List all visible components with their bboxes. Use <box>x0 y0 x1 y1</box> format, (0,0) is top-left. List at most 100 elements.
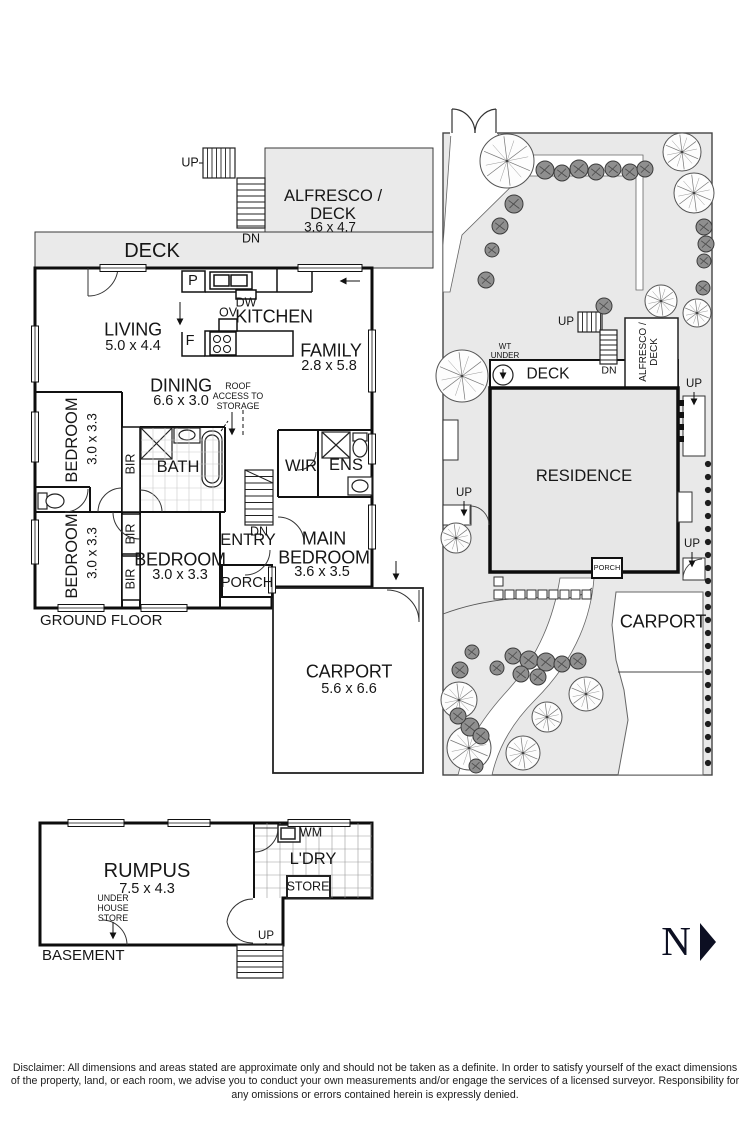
site-up-label: UP <box>558 315 574 328</box>
basement-door-swings <box>101 827 279 946</box>
laundry-fixtures <box>277 824 331 899</box>
paver-icon <box>493 589 504 600</box>
living-dims: 5.0 x 4.4 <box>105 338 161 355</box>
gf-alfresco-label: ALFRESCO / DECK <box>283 187 383 223</box>
bedroom3-dims: 3.0 x 3.3 <box>152 567 208 584</box>
paver-icon <box>537 589 548 600</box>
gf-deck-label: DECK <box>124 240 180 263</box>
fence-post-icon <box>704 668 712 676</box>
fence-post-icon <box>704 525 712 533</box>
main-bedroom-dims: 3.6 x 3.5 <box>294 564 350 581</box>
laundry-label: L'DRY <box>289 850 337 869</box>
fence-post-icon <box>704 551 712 559</box>
site-plan <box>435 108 715 776</box>
bush-icon <box>468 758 484 774</box>
ensuite-fixtures <box>321 431 373 496</box>
tree-icon <box>568 676 604 712</box>
paver-icon <box>570 589 581 600</box>
basement-plan <box>38 819 374 979</box>
fence-post-icon <box>704 759 712 767</box>
door-swings <box>64 267 317 576</box>
fence-post-icon <box>704 564 712 572</box>
fence-post-icon <box>704 460 712 468</box>
rumpus-dims: 7.5 x 4.3 <box>119 881 175 898</box>
site-alfresco-label: ALFRESCO / DECK <box>638 322 660 382</box>
stairs-icon <box>244 469 274 526</box>
entry-stairs-dn-label: DN <box>249 524 269 539</box>
under-house-store-label: UNDER HOUSE STORE <box>97 892 129 924</box>
north-arrow-icon <box>700 923 716 961</box>
tree-icon <box>440 522 472 554</box>
basement-title: BASEMENT <box>42 947 125 964</box>
tree-icon <box>505 735 541 771</box>
bush-icon <box>696 253 712 269</box>
site-porch-label: PORCH <box>593 563 621 573</box>
gf-stairs-up-label: UP <box>181 155 199 170</box>
bush-icon <box>512 665 530 683</box>
bedroom1-dims: 3.0 x 3.3 <box>84 413 100 465</box>
site-porch <box>591 557 623 579</box>
dining-label: DINING <box>150 375 212 396</box>
family-dims: 2.8 x 5.8 <box>301 358 357 375</box>
ground-floor-plan <box>31 147 434 774</box>
ens-label: ENS <box>329 456 363 475</box>
fence-post-icon <box>704 707 712 715</box>
paver-icon <box>548 589 559 600</box>
fence-post-icon <box>704 603 712 611</box>
fence-post-icon <box>704 681 712 689</box>
site-alfresco <box>624 317 679 389</box>
kitchen-label: KITCHEN <box>235 306 313 327</box>
fence-post-icon <box>704 538 712 546</box>
wt-under-label: WT UNDER <box>490 341 520 360</box>
main-bedroom-label: MAIN BEDROOM <box>278 528 370 568</box>
bush-icon <box>621 163 639 181</box>
site-up-right-label: UP <box>686 377 702 390</box>
bedroom1-label: BEDROOM <box>63 397 82 483</box>
fence-post-icon <box>704 720 712 728</box>
bedroom3-label: BEDROOM <box>134 549 226 570</box>
paver-icon <box>559 589 570 600</box>
bir2-label: BIR <box>123 523 138 545</box>
bath-label: BATH <box>156 458 200 477</box>
built-in-robes <box>121 426 141 601</box>
bedroom2-dims: 3.0 x 3.3 <box>84 527 100 579</box>
tree-icon <box>644 284 678 318</box>
fence-post-icon <box>704 694 712 702</box>
residence-label: RESIDENCE <box>535 467 633 486</box>
roof-access-hatch <box>220 410 244 438</box>
gf-carport-label: CARPORT <box>305 661 393 682</box>
bush-icon <box>529 668 547 686</box>
bush-icon <box>595 297 613 315</box>
rumpus-label: RUMPUS <box>103 860 191 883</box>
bir3-label: BIR <box>123 568 138 590</box>
fence-post-icon <box>704 577 712 585</box>
paver-icon <box>581 589 592 600</box>
dishwasher-label: DW <box>235 295 257 310</box>
bush-icon <box>553 164 571 182</box>
site-residence <box>488 386 680 574</box>
bedroom2-label: BEDROOM <box>63 513 82 599</box>
paver-icon <box>526 589 537 600</box>
tree-icon <box>682 298 712 328</box>
bath-fixtures <box>140 427 223 488</box>
bush-icon <box>569 159 589 179</box>
bush-icon <box>472 727 490 745</box>
bush-icon <box>697 235 715 253</box>
dining-dims: 6.6 x 3.0 <box>153 393 209 410</box>
family-label: FAMILY <box>300 340 362 361</box>
gf-stairs-dn-label: DN <box>241 231 261 246</box>
side-steps <box>682 395 706 457</box>
tree-icon <box>531 701 563 733</box>
bush-icon <box>504 647 522 665</box>
bush-icon <box>451 661 469 679</box>
bush-icon <box>604 160 622 178</box>
basement-outline <box>38 821 374 947</box>
bush-icon <box>569 652 587 670</box>
bush-icon <box>504 194 524 214</box>
gf-alfresco-dims: 3.6 x 4.7 <box>304 219 356 235</box>
paver-icon <box>515 589 526 600</box>
gf-carport <box>272 587 424 774</box>
stairs-icon <box>599 329 618 365</box>
oven-label: OV <box>218 305 238 320</box>
